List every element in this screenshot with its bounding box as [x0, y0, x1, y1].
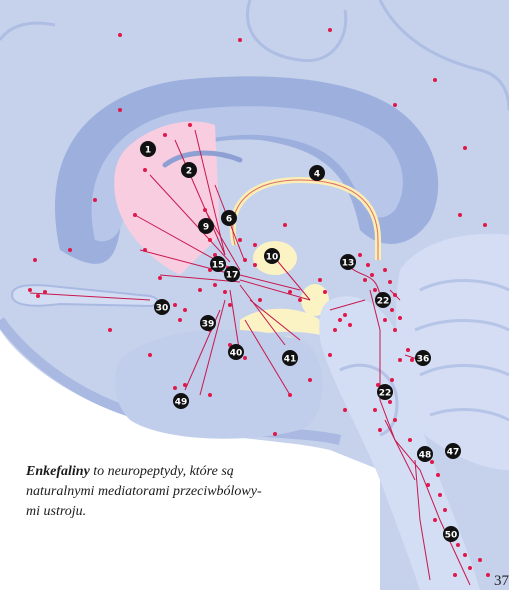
marker-2: 2 [181, 162, 197, 178]
marker-15: 15 [210, 256, 226, 272]
marker-6: 6 [221, 210, 237, 226]
marker-30: 30 [154, 299, 170, 315]
marker-9: 9 [198, 218, 214, 234]
svg-text:10: 10 [266, 253, 279, 263]
svg-text:22: 22 [379, 389, 392, 399]
svg-text:1: 1 [145, 146, 151, 156]
svg-text:6: 6 [226, 215, 232, 225]
svg-text:4: 4 [314, 170, 320, 180]
svg-text:15: 15 [212, 261, 225, 271]
temporal-lobe [115, 330, 323, 439]
caption-line-1-rest: to neuropeptydy, które są [90, 464, 234, 479]
svg-text:30: 30 [156, 304, 169, 314]
marker-50: 50 [443, 526, 459, 542]
marker-40: 40 [228, 344, 244, 360]
marker-36: 36 [415, 350, 431, 366]
page-number: 37 [494, 573, 509, 590]
marker-39: 39 [200, 315, 216, 331]
marker-48: 48 [417, 446, 433, 462]
marker-49: 49 [173, 393, 189, 409]
svg-text:47: 47 [447, 448, 460, 458]
svg-text:36: 36 [417, 355, 430, 365]
svg-text:17: 17 [226, 271, 239, 281]
figure-caption: Enkefaliny to neuropeptydy, które są nat… [26, 462, 326, 522]
svg-text:41: 41 [284, 355, 297, 365]
marker-17: 17 [224, 266, 240, 282]
svg-text:2: 2 [186, 167, 192, 177]
marker-10: 10 [264, 248, 280, 264]
marker-22-lower: 22 [377, 384, 393, 400]
svg-text:49: 49 [175, 398, 188, 408]
svg-text:39: 39 [202, 320, 215, 330]
marker-22-upper: 22 [375, 292, 391, 308]
svg-text:48: 48 [419, 451, 432, 461]
svg-text:22: 22 [377, 297, 390, 307]
svg-text:9: 9 [203, 223, 209, 233]
caption-term: Enkefaliny [26, 464, 90, 479]
caption-line-1: Enkefaliny to neuropeptydy, które są [26, 462, 326, 482]
marker-1: 1 [140, 141, 156, 157]
svg-text:13: 13 [342, 259, 355, 269]
svg-text:40: 40 [230, 349, 243, 359]
svg-text:50: 50 [445, 531, 458, 541]
caption-line-3: mi ustroju. [26, 502, 326, 522]
marker-41: 41 [282, 350, 298, 366]
caption-line-2: naturalnymi mediatorami przeciwbólowy- [26, 482, 326, 502]
marker-47: 47 [445, 443, 461, 459]
marker-13: 13 [340, 254, 356, 270]
marker-4: 4 [309, 165, 325, 181]
